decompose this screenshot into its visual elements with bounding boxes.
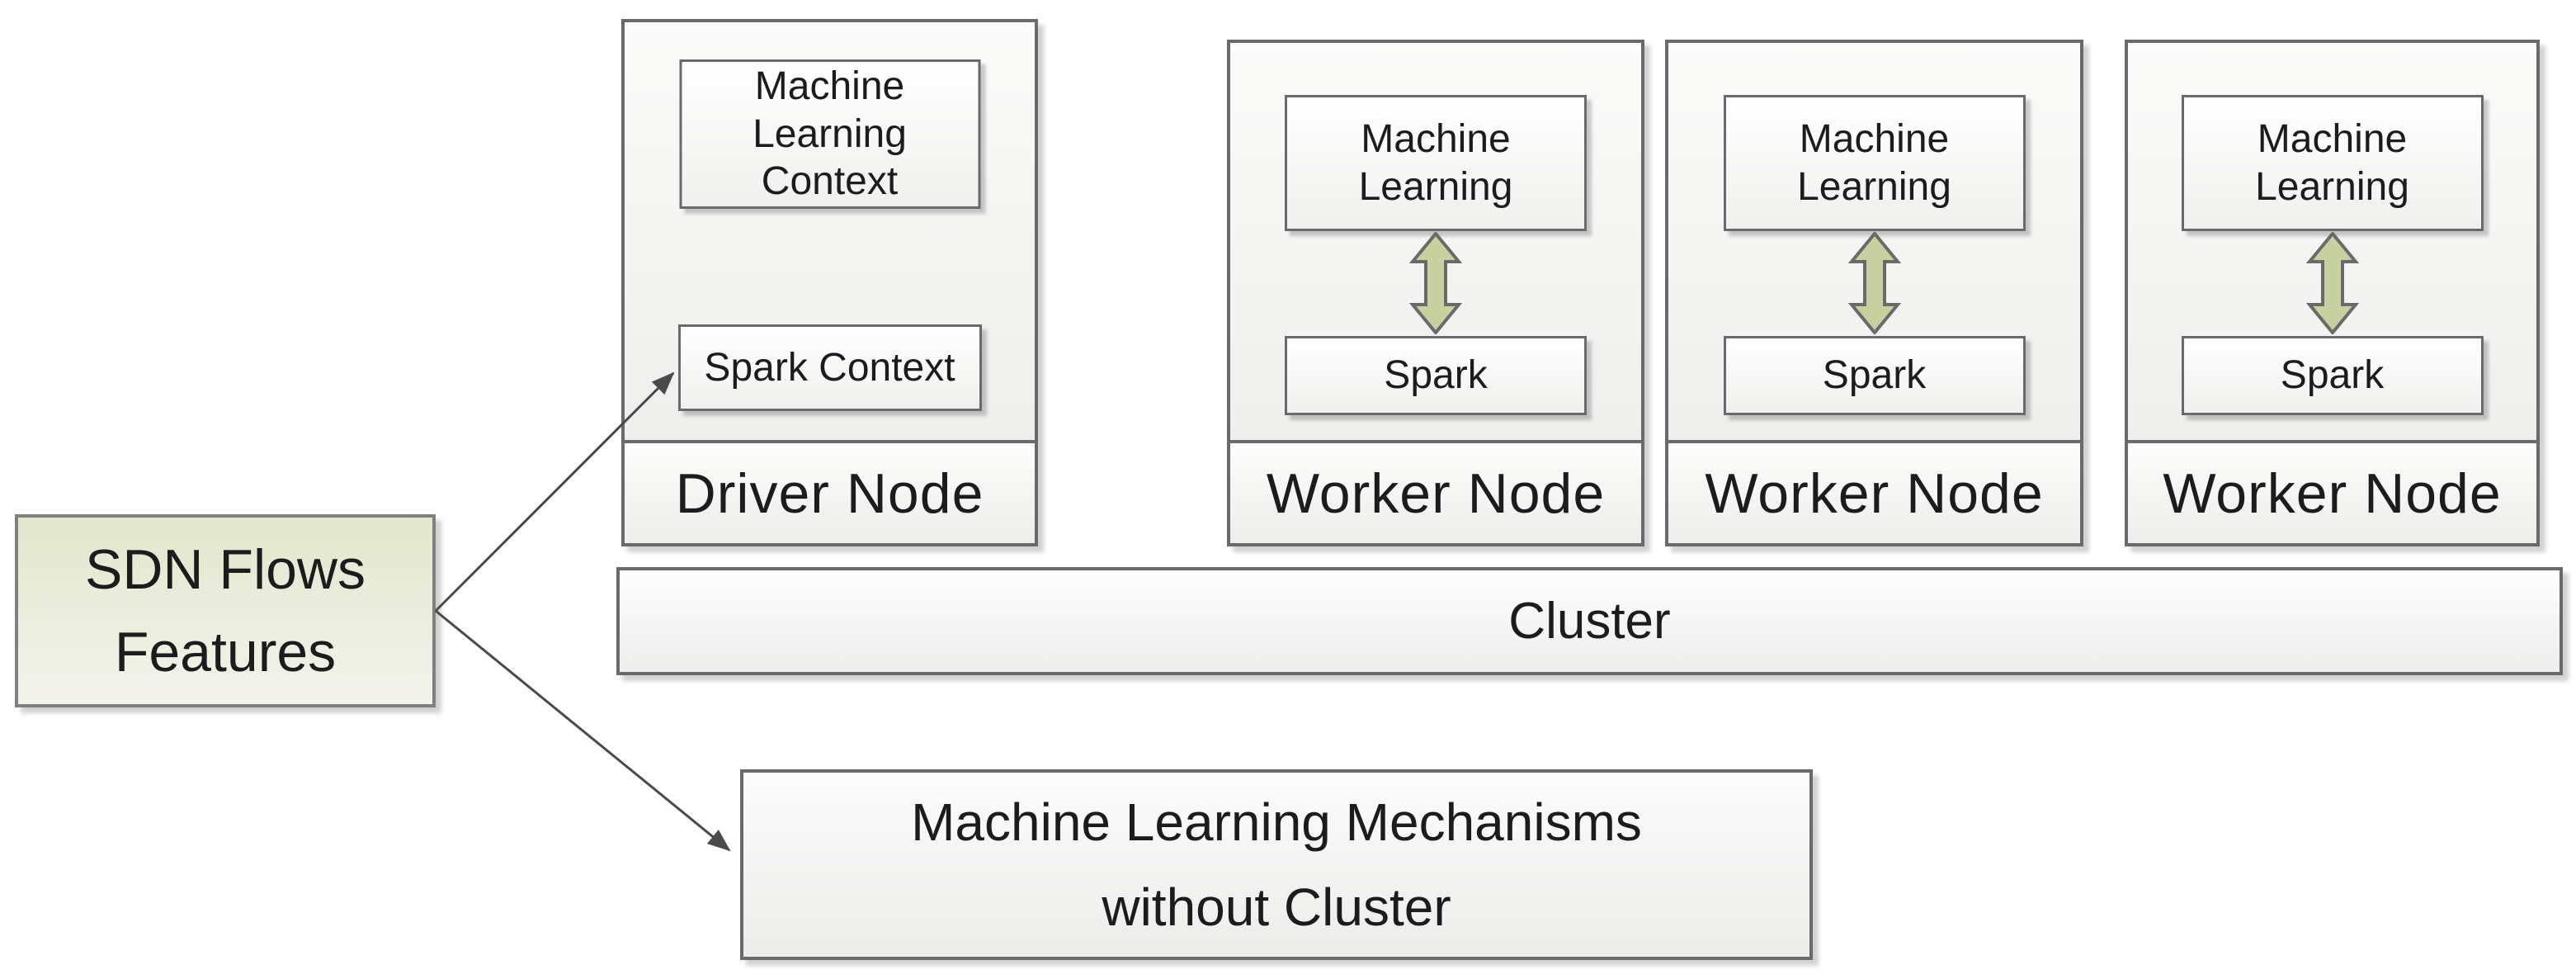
cluster-bar: Cluster xyxy=(616,567,2563,675)
ml-box: Machine Learning xyxy=(2181,95,2484,231)
double-arrow-icon xyxy=(1847,232,1901,334)
driver-node-label: Driver Node xyxy=(675,461,984,525)
worker-node-3: Machine Learning Spark Worker Node xyxy=(2125,40,2540,546)
ml-box: Machine Learning xyxy=(1723,95,2026,231)
no-cluster-line1: Machine Learning Mechanisms xyxy=(911,792,1642,852)
ml-box: Machine Learning xyxy=(1285,95,1587,231)
spark-box: Spark xyxy=(1723,336,2026,415)
sdn-flows-line1: SDN Flows xyxy=(84,538,366,601)
sdn-flows-line2: Features xyxy=(114,621,337,683)
spark-label: Spark xyxy=(2280,353,2385,398)
ml-context-box: Machine Learning Context xyxy=(679,59,980,209)
no-cluster-line2: without Cluster xyxy=(1102,877,1451,937)
ml-context-label: Machine Learning Context xyxy=(753,64,907,204)
spark-box: Spark xyxy=(1285,336,1587,415)
ml-label: Machine Learning xyxy=(2255,116,2409,209)
no-cluster-box: Machine Learning Mechanisms without Clus… xyxy=(740,769,1813,960)
worker-node-3-label-box: Worker Node xyxy=(2125,440,2540,546)
worker-node-label: Worker Node xyxy=(1266,461,1606,525)
worker-node-2-label-box: Worker Node xyxy=(1665,440,2083,546)
worker-node-2: Machine Learning Spark Worker Node xyxy=(1665,40,2083,546)
spark-label: Spark xyxy=(1822,353,1927,398)
worker-node-label: Worker Node xyxy=(2163,461,2502,525)
double-arrow-icon xyxy=(2305,232,2359,334)
cluster-label: Cluster xyxy=(1508,593,1671,650)
worker-node-1-label-box: Worker Node xyxy=(1227,440,1644,546)
ml-label: Machine Learning xyxy=(1797,116,1951,209)
sdn-flows-features-box: SDN Flows Features xyxy=(15,514,436,707)
worker-node-label: Worker Node xyxy=(1705,461,2044,525)
spark-context-box: Spark Context xyxy=(677,324,982,411)
driver-node-label-box: Driver Node xyxy=(621,440,1038,546)
spark-label: Spark xyxy=(1384,353,1488,398)
ml-label: Machine Learning xyxy=(1358,116,1513,209)
worker-node-1: Machine Learning Spark Worker Node xyxy=(1227,40,1644,546)
double-arrow-icon xyxy=(1409,232,1462,334)
spark-box: Spark xyxy=(2181,336,2484,415)
driver-node: Machine Learning Context Spark Context D… xyxy=(621,19,1038,546)
spark-context-label: Spark Context xyxy=(704,345,955,390)
